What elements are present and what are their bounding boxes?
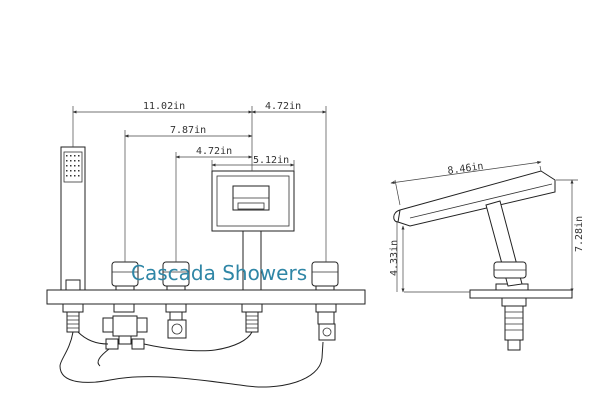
- dim-side-height-left: 4.33in: [389, 240, 400, 276]
- dim-overall-left: 11.02in: [143, 101, 185, 112]
- brand-label: Cascada Showers: [131, 261, 307, 285]
- hand-shower: [60, 146, 86, 291]
- side-spout-arm: [397, 170, 556, 227]
- hand-shower-spray-holes: [66, 155, 80, 177]
- side-dimensions: 8.46in 4.33in 7.28in: [389, 160, 585, 293]
- dim-spout-width: 5.12in: [253, 155, 289, 166]
- handle-center: [162, 261, 190, 291]
- front-view: 11.02in 4.72in 7.87in 4.72in 5.12in Casc…: [46, 101, 366, 388]
- side-deck: [469, 289, 573, 299]
- dim-mid: 7.87in: [170, 125, 206, 136]
- side-view: 8.46in 4.33in 7.28in: [389, 160, 585, 351]
- handle-right: [311, 261, 339, 291]
- dim-side-diagonal: 8.46in: [447, 161, 484, 177]
- valve-connectors: [62, 303, 337, 350]
- handle-left: [111, 261, 139, 291]
- dim-low: 4.72in: [196, 146, 232, 157]
- dim-overall-right: 4.72in: [265, 101, 301, 112]
- dim-side-height-right: 7.28in: [574, 216, 585, 252]
- dim-line-side-diagonal: [390, 160, 542, 185]
- front-dimensions: 11.02in 4.72in 7.87in 4.72in 5.12in: [72, 101, 327, 262]
- spout: [211, 170, 295, 291]
- deck-plate: [46, 289, 366, 305]
- hoses: [59, 331, 324, 388]
